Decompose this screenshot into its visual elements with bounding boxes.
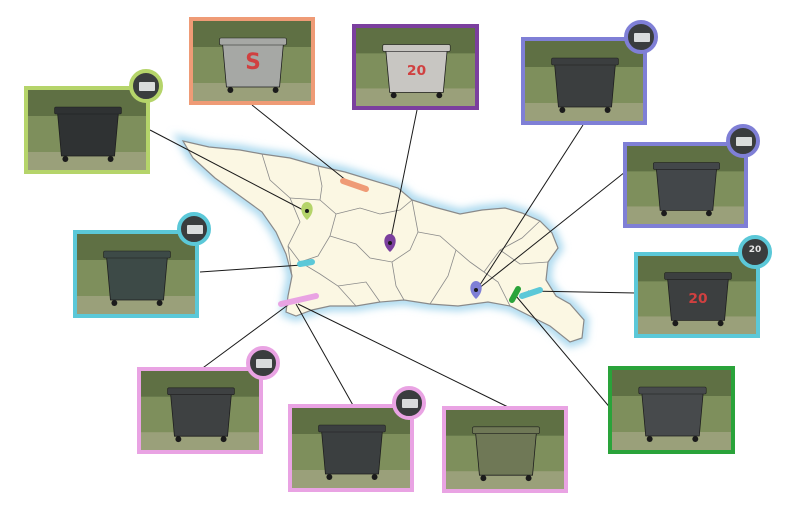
- bin-photo-kakheti-2: [623, 142, 748, 228]
- bin-photo-scene: [141, 371, 259, 450]
- marker-dot: [474, 288, 478, 292]
- label-closeup-inset-samegrelo: [129, 69, 163, 103]
- label-closeup-inset-adjara-west-1: [246, 346, 280, 380]
- bin-photo-adjara-west-1: [137, 367, 263, 454]
- marker-dot: [305, 209, 309, 213]
- location-markers: [278, 178, 543, 307]
- bin-photo-samegrelo: [24, 86, 150, 174]
- bin-photo-scene: [446, 410, 564, 489]
- bin-photo-scene: [627, 146, 744, 224]
- bin-photo-scene: 20: [638, 256, 756, 334]
- leader-lines: [149, 104, 637, 411]
- bin-photo-scene: [612, 370, 731, 450]
- bin-photo-scene: [525, 41, 643, 121]
- bin-photo-scene: [77, 234, 195, 314]
- svg-text:S: S: [245, 50, 261, 75]
- label-closeup-inset-kakheti-1: [624, 20, 658, 54]
- bin-photo-tbilisi-east: 20: [634, 252, 760, 338]
- label-closeup-inset-kakheti-2: [726, 124, 760, 158]
- bin-photo-scene: S: [193, 21, 311, 101]
- marker-dot: [388, 241, 392, 245]
- bin-photo-scene: [292, 408, 410, 488]
- bin-photo-tbilisi-south: [608, 366, 735, 454]
- marker-m-racha: [340, 178, 369, 192]
- inset-label-plate: [736, 137, 752, 146]
- label-closeup-inset-adjara-west-2: [392, 386, 426, 420]
- label-closeup-inset-guria: [177, 212, 211, 246]
- bin-photo-adjara-west-2: [288, 404, 414, 492]
- bin-photo-scene: [28, 90, 146, 170]
- inset-label-text: 20: [748, 245, 762, 255]
- inset-label-plate: [634, 33, 650, 42]
- region-borders: [261, 153, 549, 307]
- bin-photo-guria: [73, 230, 199, 318]
- bin-photo-kakheti-1: [521, 37, 647, 125]
- svg-text:20: 20: [407, 63, 426, 79]
- inset-label-plate: [402, 399, 418, 408]
- marker-m-adjara: [278, 293, 319, 307]
- inset-label-plate: [187, 225, 203, 234]
- bin-photo-scene: 20: [356, 28, 475, 106]
- bin-photo-imereti: 20: [352, 24, 479, 110]
- marker-m-guria: [297, 259, 315, 267]
- label-closeup-inset-tbilisi-east: 20: [738, 235, 772, 269]
- svg-text:20: 20: [688, 291, 707, 307]
- inset-label-plate: [139, 82, 155, 91]
- map-landmass: [181, 140, 585, 343]
- marker-m-tbilisi-green: [509, 286, 521, 303]
- marker-m-tbilisi-cyan: [519, 287, 543, 299]
- inset-label-plate: [256, 359, 272, 368]
- bin-photo-adjara-west-3: [442, 406, 568, 493]
- bin-photo-racha: S: [189, 17, 315, 105]
